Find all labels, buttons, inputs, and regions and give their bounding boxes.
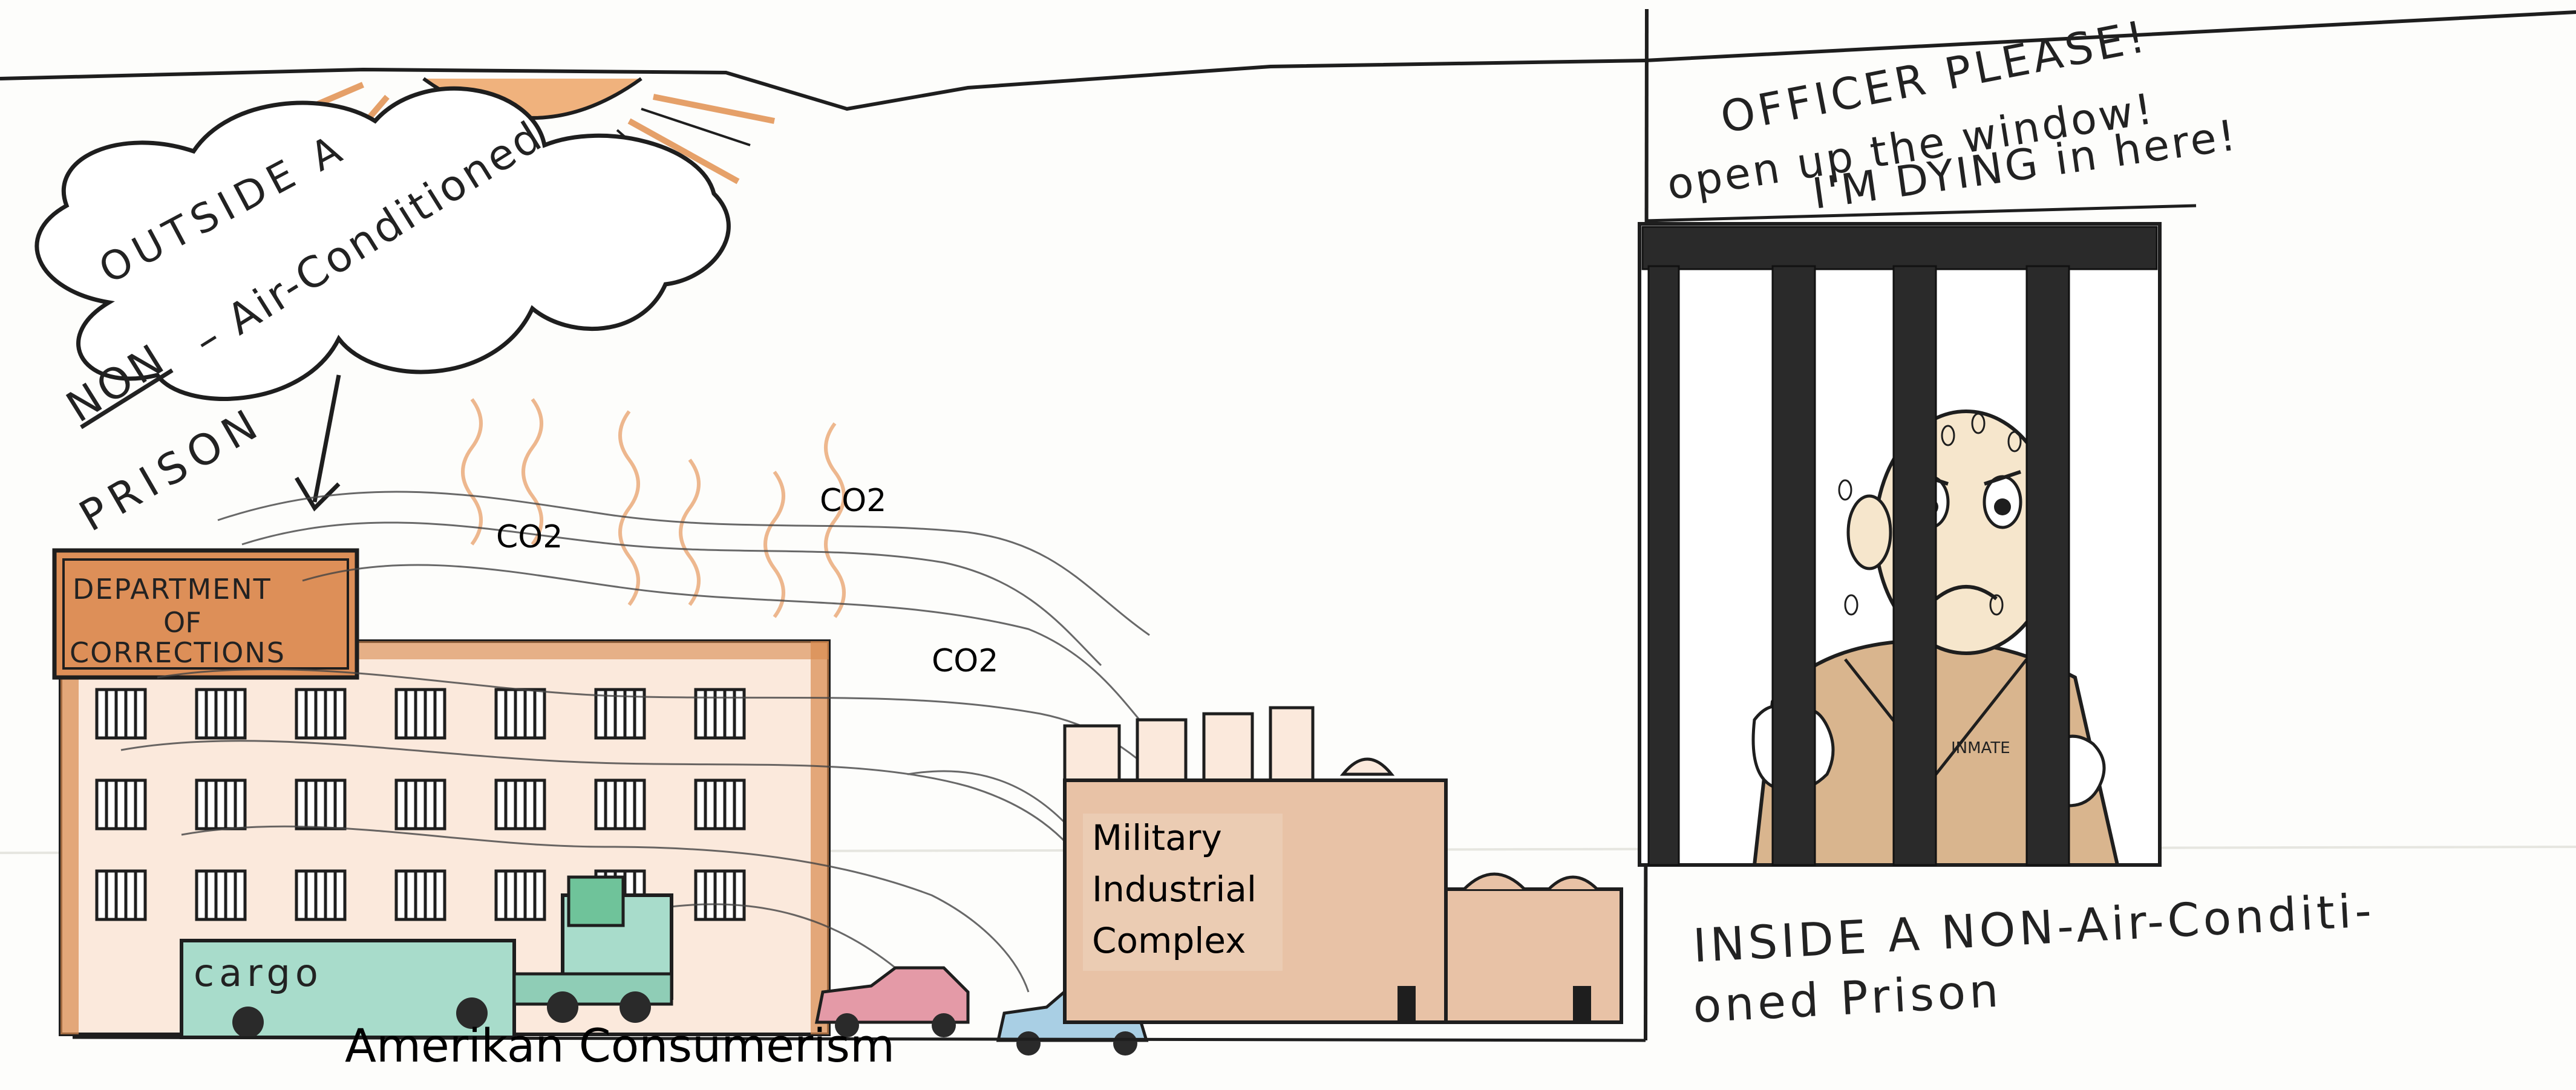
prison-window bbox=[95, 688, 147, 740]
co2-label-2: CO2 bbox=[820, 483, 886, 519]
cargo-truck: cargo bbox=[180, 875, 673, 1039]
factory-label-2: Industrial bbox=[1092, 869, 1257, 910]
prison-window bbox=[594, 778, 646, 831]
co2-label-1: CO2 bbox=[496, 519, 563, 555]
caption-bubble: OUTSIDE A NON – Air-Conditioned PRISON bbox=[34, 86, 731, 541]
prison-window bbox=[694, 778, 746, 831]
prison-window bbox=[295, 778, 347, 831]
prison-window bbox=[494, 688, 546, 740]
right-caption-line-1: INSIDE A NON-Air-Conditi- bbox=[1692, 883, 2376, 973]
sign-line-1: DEPARTMENT bbox=[73, 573, 272, 605]
sign-line-2: OF bbox=[163, 606, 201, 639]
bottom-caption: Amerikan Consumerism bbox=[345, 1019, 895, 1072]
panel-border-top-right bbox=[1645, 10, 2576, 62]
heat-waves bbox=[461, 398, 846, 618]
cell-bars bbox=[1641, 226, 2158, 866]
panel-border-top bbox=[0, 59, 1646, 111]
prison-window bbox=[594, 688, 646, 740]
prison-window bbox=[694, 869, 746, 921]
pink-car bbox=[814, 966, 970, 1037]
prison-window bbox=[394, 778, 446, 831]
prison-windows bbox=[95, 688, 746, 921]
prison-window bbox=[295, 869, 347, 921]
prison-window bbox=[494, 869, 546, 921]
prison-window bbox=[295, 688, 347, 740]
prison-window bbox=[394, 869, 446, 921]
co2-label-3: CO2 bbox=[932, 643, 998, 679]
prison-window bbox=[95, 778, 147, 831]
factory-label-1: Military bbox=[1092, 817, 1222, 858]
speech-divider bbox=[1645, 204, 2197, 223]
right-caption-line-2: oned Prison bbox=[1692, 963, 2003, 1033]
prison-window bbox=[195, 869, 247, 921]
prison-window bbox=[95, 869, 147, 921]
department-sign: DEPARTMENT OF CORRECTIONS bbox=[52, 548, 359, 680]
sign-line-3: CORRECTIONS bbox=[70, 636, 286, 669]
shirt-label: INMATE bbox=[1951, 739, 2010, 757]
factory-building: Military Industrial Complex bbox=[1063, 706, 1623, 1024]
smoke-clouds bbox=[120, 491, 1169, 993]
ground-line bbox=[72, 1036, 1646, 1042]
prison-window bbox=[394, 688, 446, 740]
prison-window bbox=[195, 778, 247, 831]
right-panel: OFFICER PLEASE! open up the window! I'M … bbox=[1638, 10, 2576, 1033]
left-panel: OUTSIDE A NON – Air-Conditioned PRISON bbox=[0, 8, 1649, 1072]
prison-window bbox=[195, 688, 247, 740]
factory-label-3: Complex bbox=[1092, 920, 1246, 961]
truck-label: cargo bbox=[194, 951, 323, 995]
prison-window bbox=[494, 778, 546, 831]
